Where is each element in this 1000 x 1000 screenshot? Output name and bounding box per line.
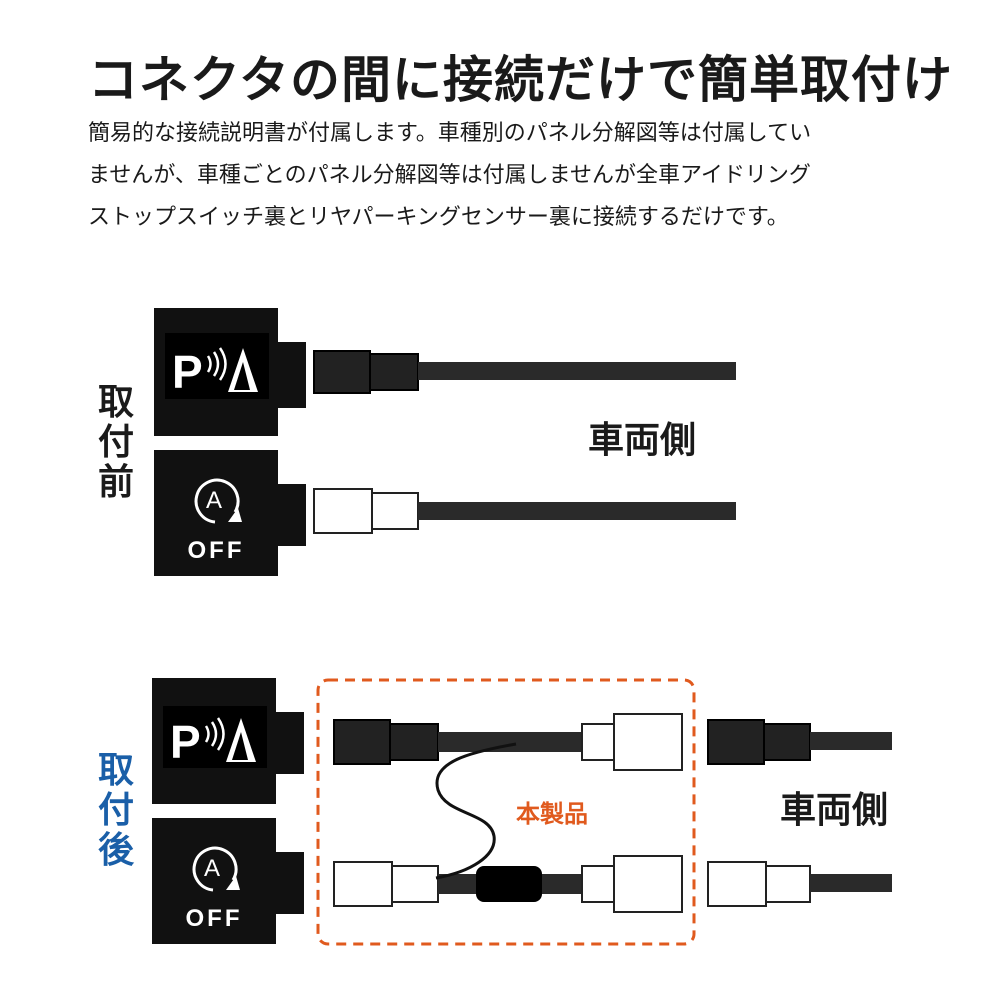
- page-title: コネクタの間に接続だけで簡単取付け: [88, 51, 953, 109]
- parking-sensor-icon: P: [172, 346, 258, 398]
- off-text: OFF: [188, 537, 245, 564]
- signal-wire: [435, 742, 517, 880]
- description-line: ませんが、車種ごとのパネル分解図等は付属しませんが全車アイドリング: [88, 163, 811, 188]
- before-label-char: 付: [98, 422, 134, 463]
- after-label-char: 取: [98, 750, 134, 791]
- auto-stop-off-switch: A OFF: [154, 450, 306, 576]
- before-label-char: 前: [98, 462, 134, 503]
- after-section: 取 付 後 P A OFF: [98, 678, 892, 946]
- vehicle-side-label: 車両側: [780, 790, 888, 831]
- vehicle-harness-bottom: [313, 488, 736, 534]
- svg-text:A: A: [204, 855, 220, 882]
- auto-stop-off-icon: A: [194, 478, 242, 524]
- product-harness-bottom: [333, 855, 683, 913]
- off-text: OFF: [186, 905, 243, 932]
- vehicle-harness-bottom: [707, 861, 892, 907]
- vehicle-harness-top: [707, 719, 892, 765]
- description-line: 簡易的な接続説明書が付属します。車種別のパネル分解図等は付属してい: [88, 121, 812, 146]
- parking-sensor-switch: P: [152, 678, 304, 804]
- svg-text:P: P: [172, 346, 203, 398]
- auto-stop-off-switch: A OFF: [152, 818, 304, 944]
- product-harness-top: [333, 713, 683, 771]
- description: 簡易的な接続説明書が付属します。車種別のパネル分解図等は付属してい ませんが、車…: [88, 113, 938, 239]
- vehicle-side-label: 車両側: [588, 420, 696, 461]
- product-label: 本製品: [516, 800, 588, 828]
- control-module: [476, 866, 542, 902]
- parking-sensor-icon: P: [170, 716, 256, 768]
- parking-sensor-switch: P: [154, 308, 306, 436]
- svg-text:A: A: [206, 487, 222, 514]
- before-section: 取 付 前 P A OFF: [98, 308, 736, 576]
- svg-text:P: P: [170, 716, 201, 768]
- product-box: [316, 678, 696, 946]
- vehicle-harness-top: [313, 350, 736, 394]
- before-label-char: 取: [98, 382, 134, 423]
- auto-stop-off-icon: A: [192, 846, 240, 892]
- after-label-char: 後: [98, 830, 135, 871]
- description-line: ストップスイッチ裏とリヤパーキングセンサー裏に接続するだけです。: [88, 205, 789, 230]
- after-label-char: 付: [98, 790, 134, 831]
